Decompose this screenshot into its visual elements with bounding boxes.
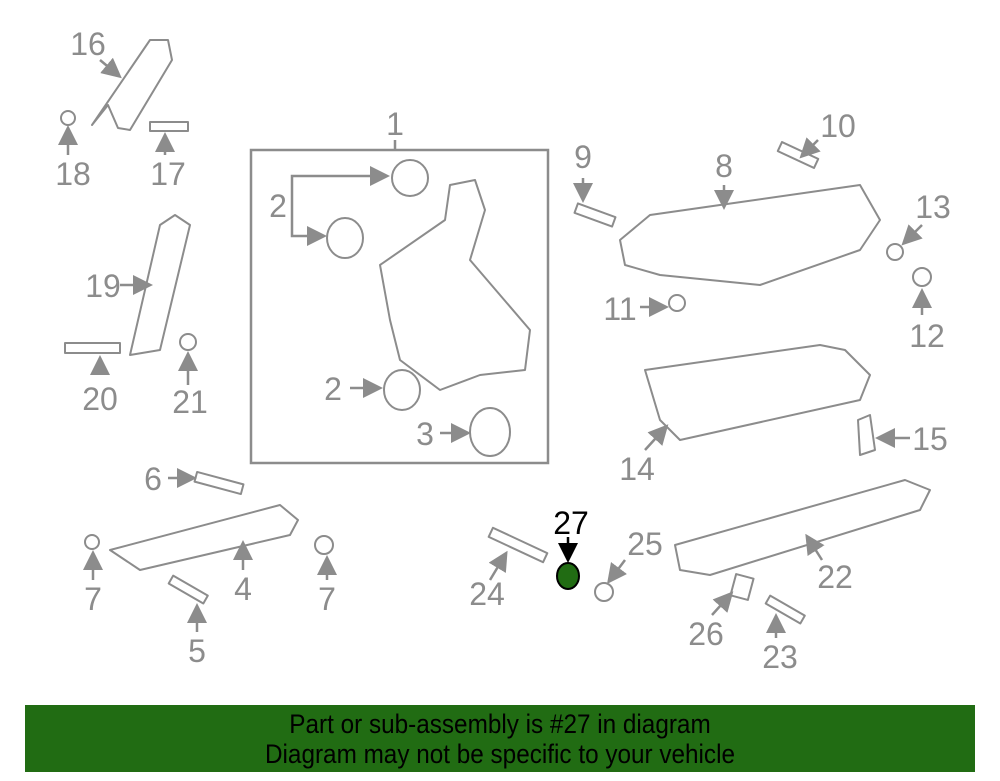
nut-21 [179, 333, 197, 351]
callout-14: 14 [619, 451, 655, 487]
callout-2a: 2 [269, 188, 287, 224]
callout-11: 11 [603, 291, 636, 327]
nut-25 [594, 582, 614, 602]
bolt-24 [487, 526, 549, 564]
bracket-16 [91, 39, 173, 131]
bushing-3 [469, 407, 511, 457]
knuckle-assembly-box [249, 148, 550, 465]
bolt-6 [193, 470, 245, 496]
banner-line-1: Part or sub-assembly is #27 in diagram [289, 709, 711, 739]
bolt-5 [167, 574, 209, 605]
callout-4: 4 [234, 571, 252, 607]
shield-14 [644, 344, 871, 441]
callout-15: 15 [912, 421, 948, 457]
callout-25: 25 [627, 526, 663, 562]
bolt-23 [764, 594, 806, 625]
arm-4 [109, 504, 299, 571]
bushing-2b [326, 217, 364, 259]
callout-2b: 2 [324, 371, 342, 407]
callout-20: 20 [82, 381, 118, 417]
callout-7a: 7 [84, 581, 102, 617]
nut-11 [668, 294, 686, 312]
nut-13 [886, 243, 904, 261]
callout-27[interactable]: 27 [553, 505, 589, 541]
callout-13: 13 [915, 189, 951, 225]
bolt-17 [149, 121, 189, 132]
callout-16: 16 [70, 26, 106, 62]
part-27-highlight[interactable] [556, 562, 580, 590]
callout-1: 1 [386, 106, 404, 142]
subframe-8 [619, 184, 881, 286]
callout-8: 8 [715, 148, 733, 184]
link-19 [129, 214, 191, 356]
callout-7b: 7 [318, 581, 336, 617]
nut-7a [84, 534, 100, 550]
arm-22 [674, 479, 931, 576]
leader-lines [58, 57, 932, 638]
nut-18 [60, 110, 76, 126]
bolt-20 [64, 342, 121, 354]
bolt-9 [573, 202, 617, 228]
callout-23: 23 [762, 639, 798, 675]
callout-17: 17 [150, 156, 186, 192]
callout-6: 6 [144, 461, 162, 497]
callout-5: 5 [188, 633, 206, 669]
callout-3: 3 [416, 416, 434, 452]
callout-22: 22 [817, 559, 853, 595]
callout-24: 24 [469, 576, 505, 612]
banner-line-2: Diagram may not be specific to your vehi… [264, 739, 735, 769]
washer-26 [729, 573, 755, 601]
bushing-2c [383, 369, 421, 411]
nut-7b [314, 535, 334, 555]
info-banner: Part or sub-assembly is #27 in diagram D… [25, 705, 975, 772]
callout-labels: 16 18 17 1 2 2 3 9 10 8 13 11 12 19 20 2… [55, 26, 951, 675]
callout-10: 10 [820, 108, 856, 144]
callout-26: 26 [688, 616, 724, 652]
knuckle-1 [379, 179, 531, 391]
callout-9: 9 [574, 139, 592, 175]
bushing-2a [391, 159, 429, 197]
callout-19: 19 [85, 268, 121, 304]
nut-12 [912, 267, 932, 287]
clip-15 [857, 414, 876, 456]
callout-21: 21 [172, 384, 208, 420]
callout-18: 18 [55, 156, 91, 192]
callout-12: 12 [909, 318, 945, 354]
part-shapes [60, 39, 932, 625]
